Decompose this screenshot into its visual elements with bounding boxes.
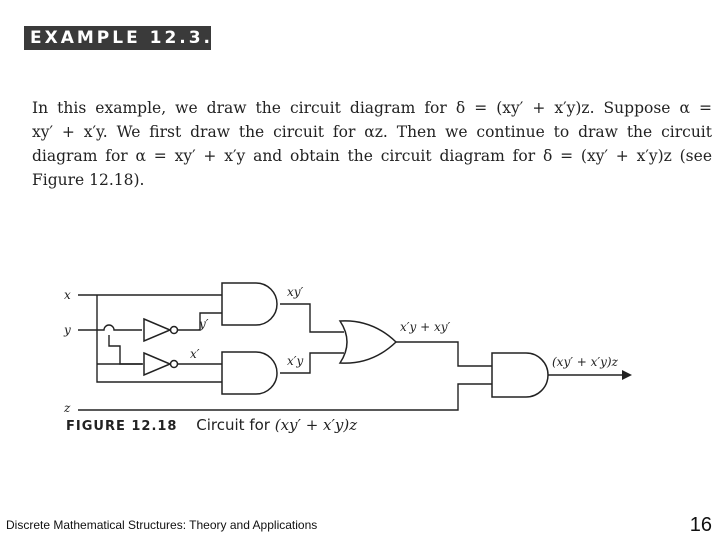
and-gate-final-icon — [491, 352, 549, 398]
body-line-2: xy′ + x′y. We first draw the circuit for… — [32, 123, 712, 141]
and2-output-label: x′y — [287, 354, 303, 368]
input-x-label: x — [64, 288, 71, 302]
page-number: 16 — [689, 514, 712, 536]
wire-and2-out — [280, 352, 344, 374]
wire-y-branch — [108, 335, 143, 365]
output-arrow-icon — [622, 370, 632, 380]
body-line-1: In this example, we draw the circuit dia… — [32, 99, 712, 117]
and-gate-1-icon — [221, 282, 278, 326]
footer-book-title: Discrete Mathematical Structures: Theory… — [6, 518, 318, 532]
and-gate-2-icon — [221, 351, 278, 395]
not-gate-x-icon — [143, 351, 172, 377]
circuit-diagram: x y z xy′ y′ x′ x′y x′y + xy′ (xy′ + x′y… — [63, 282, 632, 415]
wire-z — [78, 383, 492, 411]
or-output-label: x′y + xy′ — [400, 320, 451, 334]
wire-or-out — [396, 341, 492, 367]
not-y-output-label: y′ — [198, 317, 209, 331]
example-header: EXAMPLE 12.3.5 — [24, 26, 225, 50]
not-gate-y-icon — [143, 317, 172, 343]
input-y-label: y — [63, 323, 71, 337]
final-output-label: (xy′ + x′y)z — [552, 355, 619, 369]
not-x-output-label: x′ — [190, 347, 200, 361]
figure-number: FIGURE 12.18 — [66, 419, 178, 434]
body-line-4: Figure 12.18). — [32, 171, 145, 189]
body-paragraph: In this example, we draw the circuit dia… — [32, 96, 712, 192]
body-line-3: diagram for α = xy′ + x′y and obtain the… — [32, 147, 712, 165]
wire-not-y-out — [178, 312, 222, 331]
figure-description: Circuit for — [196, 416, 270, 434]
or-gate-icon — [338, 320, 398, 364]
figure-expression: (xy′ + x′y)z — [274, 416, 358, 434]
and1-output-label: xy′ — [287, 285, 304, 299]
wire-x-branch — [96, 295, 222, 383]
wire-y — [78, 324, 142, 331]
figure-caption: FIGURE 12.18 Circuit for (xy′ + x′y)z — [66, 416, 357, 434]
wire-and1-out — [280, 303, 344, 333]
input-z-label: z — [63, 401, 71, 415]
